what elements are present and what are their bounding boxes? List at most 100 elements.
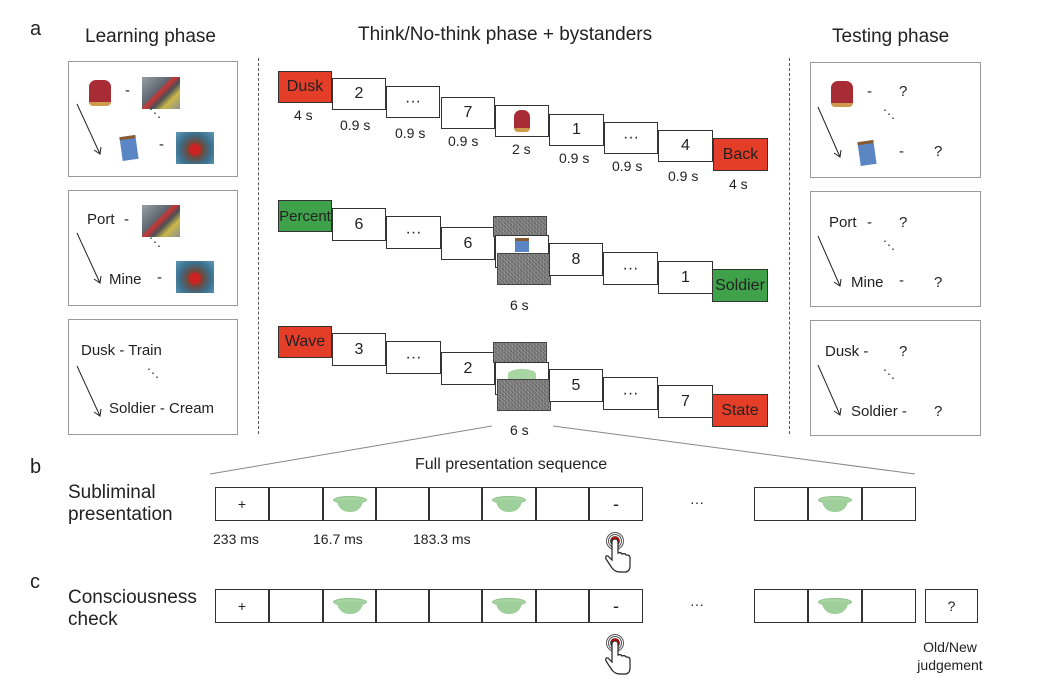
mask-cell xyxy=(862,487,916,521)
cue-word: Dusk - xyxy=(825,343,869,360)
pair-dash: - xyxy=(124,211,129,228)
zoom-line-right xyxy=(552,425,916,475)
duration-label: 183.3 ms xyxy=(413,531,471,547)
question-mark: ? xyxy=(934,143,943,160)
digit-box: 6 xyxy=(332,208,386,241)
cue-box-green: Soldier xyxy=(712,269,768,302)
digit-box: 6 xyxy=(441,227,495,260)
bowl-cell xyxy=(323,487,376,521)
cue-box-red: Dusk xyxy=(278,71,332,103)
ellipsis: ⋱ xyxy=(883,367,895,381)
bowl-cell xyxy=(482,487,536,521)
cue-word: Soldier - xyxy=(851,403,907,420)
mask-box xyxy=(497,253,551,285)
testing-frame-word-word: Dusk - ? ⋱ Soldier - ? xyxy=(810,320,981,436)
subliminal-label: Subliminal presentation xyxy=(68,482,173,526)
sequence-arrow-icon xyxy=(817,235,842,287)
fixation-cell: + xyxy=(215,589,269,623)
bowl-image xyxy=(492,598,526,614)
street-scene-image xyxy=(142,77,180,109)
duration-label: 6 s xyxy=(510,297,529,313)
learning-frame-word-image: Port - ⋱ Mine - xyxy=(68,190,238,306)
fixation-cell: + xyxy=(215,487,269,521)
mask-cell xyxy=(269,487,323,521)
ellipsis-box: ··· xyxy=(386,341,441,374)
judgement-label-line1: Old/New xyxy=(923,639,977,655)
mask-cell xyxy=(754,487,808,521)
subliminal-label-line1: Subliminal xyxy=(68,482,156,503)
digit-box: 1 xyxy=(549,114,604,146)
ellipsis-box: ··· xyxy=(386,86,440,118)
bowl-image xyxy=(332,496,367,512)
ellipsis-box: ··· xyxy=(386,216,441,249)
duration-label: 6 s xyxy=(510,422,529,438)
pair-dash: - xyxy=(125,82,130,99)
injury-scene-image xyxy=(176,261,214,293)
sequence-arrow-icon xyxy=(817,106,842,158)
mask-cell xyxy=(376,589,429,623)
think-phase-title: Think/No-think phase + bystanders xyxy=(358,24,653,45)
cue-box-red: Back xyxy=(713,138,768,171)
sequence-arrow-icon xyxy=(817,364,842,416)
bowl-image xyxy=(332,598,367,614)
panel-label-b: b xyxy=(30,456,42,478)
ellipsis-box: ··· xyxy=(603,377,658,410)
response-cell: - xyxy=(589,589,643,623)
backpack-image xyxy=(831,81,853,107)
panel-label-a: a xyxy=(30,18,42,40)
consciousness-label-line1: Consciousness xyxy=(68,587,197,608)
ellipsis: ⋱ xyxy=(883,107,895,121)
pair-dash: - xyxy=(157,269,162,286)
mask-cell xyxy=(269,589,323,623)
duration-label: 0.9 s xyxy=(395,125,426,141)
cue-word: Port xyxy=(87,211,115,228)
pair-dash: - xyxy=(899,143,904,160)
judgement-question-box: ? xyxy=(925,589,978,623)
jeans-image xyxy=(857,140,877,166)
digit-box: 8 xyxy=(549,243,603,276)
duration-label: 0.9 s xyxy=(668,168,699,184)
ellipsis: ⋱ xyxy=(883,238,895,252)
subliminal-sequence: + - xyxy=(215,487,647,521)
cue-box-red: State xyxy=(712,394,768,427)
pair-dash: - xyxy=(899,272,904,289)
ellipsis: ⋱ xyxy=(149,235,161,249)
full-sequence-title: Full presentation sequence xyxy=(415,456,608,473)
mask-cell xyxy=(429,487,482,521)
duration-label: 233 ms xyxy=(213,531,259,547)
testing-phase-title: Testing phase xyxy=(832,26,950,47)
panel-label-c: c xyxy=(30,571,40,593)
mask-cell xyxy=(754,589,808,623)
digit-box: 3 xyxy=(332,333,386,366)
duration-label: 4 s xyxy=(294,107,313,123)
testing-frame-image: - ? ⋱ - ? xyxy=(810,62,981,178)
cue-word: Port xyxy=(829,214,857,231)
sequence-arrow-icon xyxy=(76,103,102,155)
digit-box: 2 xyxy=(441,352,495,385)
testing-frame-word: Port - ? ⋱ Mine - ? xyxy=(810,191,981,307)
mask-cell xyxy=(862,589,916,623)
mask-box xyxy=(497,379,551,411)
ellipsis: ⋱ xyxy=(149,106,161,120)
cue-word: Mine xyxy=(109,271,142,288)
subliminal-label-line2: presentation xyxy=(68,504,173,525)
ellipsis: ⋱ xyxy=(147,366,159,380)
sequence-arrow-icon xyxy=(76,365,102,417)
bowl-image xyxy=(818,598,852,614)
zoom-line-left xyxy=(209,425,493,475)
learning-phase-title: Learning phase xyxy=(85,26,216,47)
question-mark: ? xyxy=(899,214,908,231)
bowl-image xyxy=(818,496,852,512)
bowl-cell xyxy=(323,589,376,623)
cue-word: Mine xyxy=(851,274,884,291)
sequence-arrow-icon xyxy=(76,232,102,284)
bowl-image xyxy=(508,369,536,379)
divider-right xyxy=(789,58,790,434)
consciousness-label-line2: check xyxy=(68,609,118,630)
bowl-cell xyxy=(482,589,536,623)
ellipsis: ··· xyxy=(690,596,704,612)
duration-label: 0.9 s xyxy=(340,117,371,133)
digit-box: 5 xyxy=(549,369,603,402)
duration-label: 2 s xyxy=(512,141,531,157)
